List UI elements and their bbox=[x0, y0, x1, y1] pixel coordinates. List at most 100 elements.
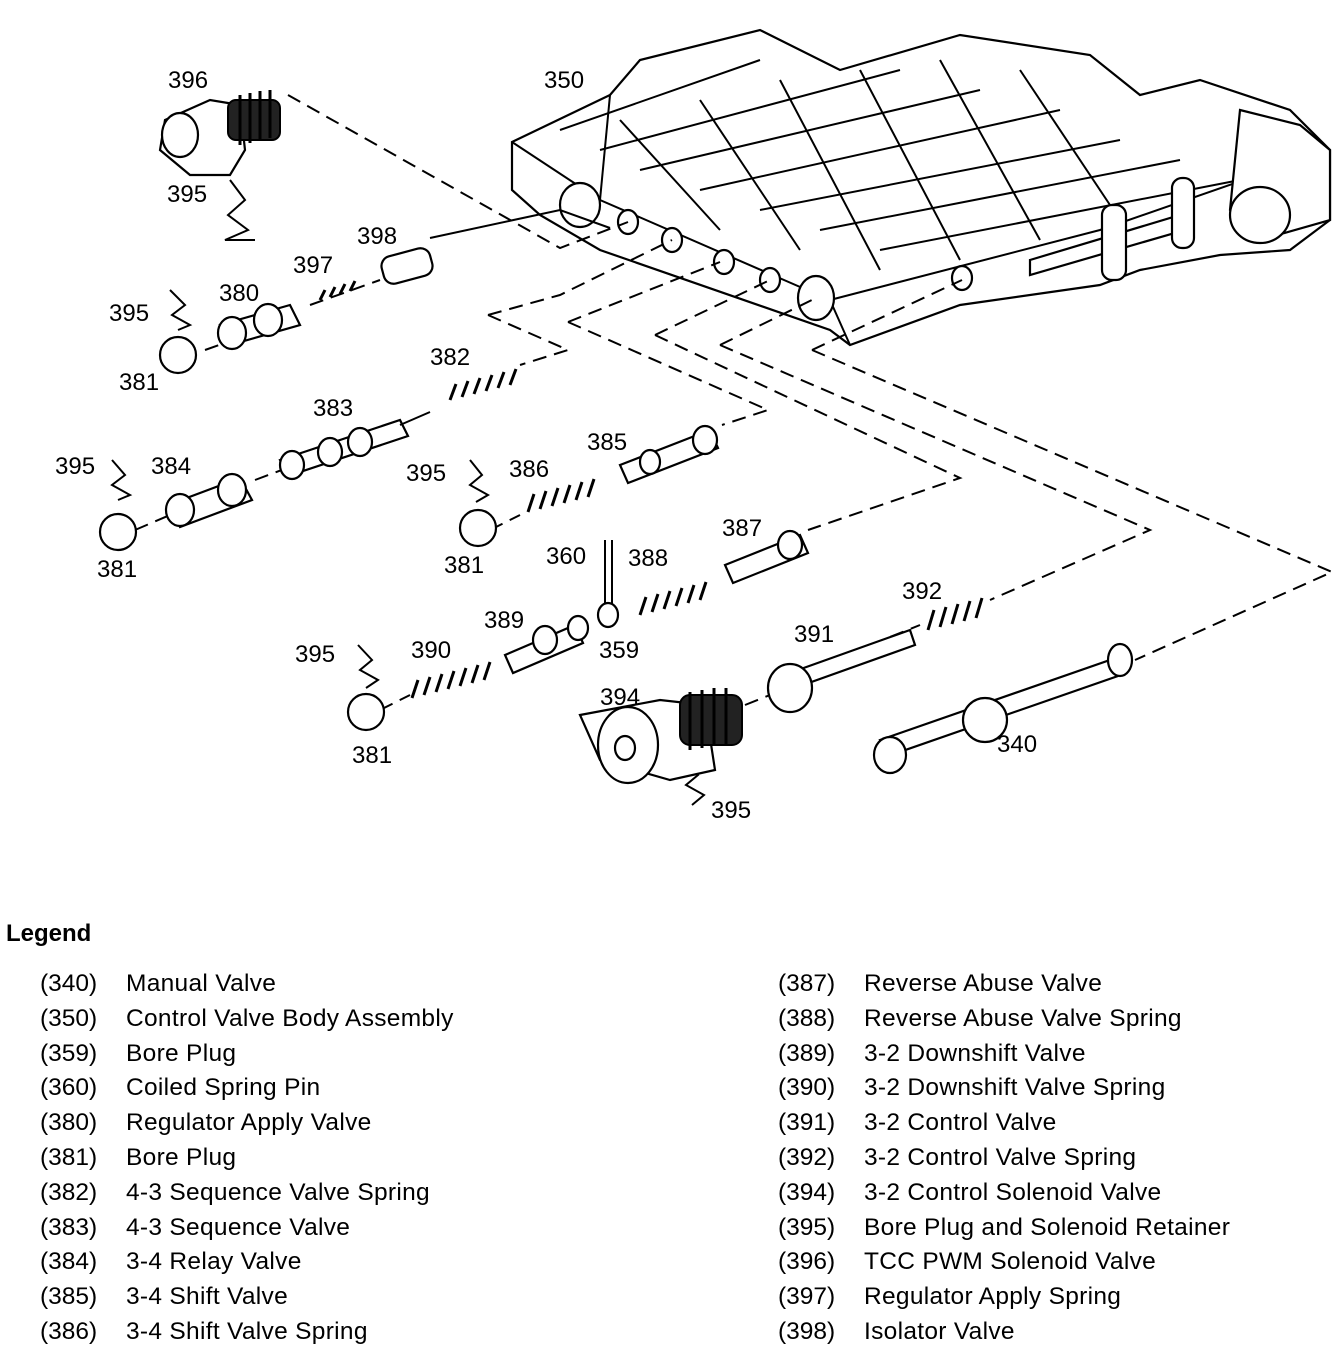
regulator-valve-group bbox=[216, 247, 434, 351]
legend-description: 3-2 Control Valve Spring bbox=[864, 1143, 1137, 1171]
callout-388: 388 bbox=[628, 545, 668, 572]
legend-item: (382) 4-3 Sequence Valve Spring bbox=[40, 1179, 454, 1214]
legend-item: (398)Isolator Valve bbox=[778, 1318, 1230, 1353]
control-valve-body bbox=[510, 28, 1332, 347]
legend-right-column: (387) Reverse Abuse Valve (388)Reverse Ab… bbox=[778, 970, 1230, 1353]
legend-description: Isolator Valve bbox=[864, 1317, 1015, 1345]
legend-item: (387) Reverse Abuse Valve bbox=[778, 970, 1230, 1005]
legend-description: Bore Plug bbox=[126, 1143, 237, 1171]
legend-item: (389)3-2 Downshift Valve bbox=[778, 1040, 1230, 1075]
legend-number: (340) bbox=[40, 970, 98, 997]
legend-description: 3-2 Downshift Valve Spring bbox=[864, 1074, 1166, 1102]
legend-description: Bore Plug bbox=[126, 1039, 237, 1067]
callout-383: 383 bbox=[313, 395, 353, 422]
legend-description: Control Valve Body Assembly bbox=[126, 1004, 454, 1032]
callout-395: 395 bbox=[406, 460, 446, 487]
legend-description: 3-4 Relay Valve bbox=[126, 1248, 302, 1276]
callout-398: 398 bbox=[357, 223, 397, 250]
callout-396: 396 bbox=[168, 67, 208, 94]
callout-390: 390 bbox=[411, 637, 451, 664]
alignment-lines bbox=[134, 94, 1335, 711]
legend-number: (392) bbox=[778, 1143, 836, 1171]
callout-385: 385 bbox=[587, 429, 627, 456]
legend-number: (390) bbox=[778, 1074, 836, 1102]
legend-item: (359) Bore Plug bbox=[40, 1040, 454, 1075]
legend-description: Coiled Spring Pin bbox=[126, 1074, 321, 1102]
legend-description: 3-2 Control Valve bbox=[864, 1109, 1057, 1137]
callout-380: 380 bbox=[219, 280, 259, 307]
callout-381: 381 bbox=[444, 552, 484, 579]
legend-number: (387) bbox=[778, 970, 836, 997]
legend-description: Regulator Apply Spring bbox=[864, 1283, 1122, 1311]
callout-labels: 396 350 395 398 397 380 395 381 382 383 … bbox=[55, 67, 1037, 824]
legend-item: (385) 3-4 Shift Valve bbox=[40, 1283, 454, 1318]
legend-description: 3-4 Shift Valve bbox=[126, 1283, 289, 1311]
legend-number: (389) bbox=[778, 1039, 836, 1067]
control-solenoid bbox=[578, 688, 743, 785]
callout-395: 395 bbox=[711, 797, 751, 824]
legend-description: Manual Valve bbox=[126, 970, 277, 997]
legend-description: Regulator Apply Valve bbox=[126, 1109, 372, 1137]
callout-381: 381 bbox=[352, 742, 392, 769]
sequence-valve-group bbox=[164, 368, 518, 529]
legend-number: (384) bbox=[40, 1248, 98, 1276]
bore-plugs bbox=[98, 335, 498, 732]
manual-valve bbox=[872, 642, 1134, 775]
legend-number: (386) bbox=[40, 1317, 98, 1345]
legend-number: (360) bbox=[40, 1074, 98, 1102]
callout-382: 382 bbox=[430, 344, 470, 371]
reverse-abuse-group bbox=[596, 529, 810, 629]
legend-item: (392) 3-2 Control Valve Spring bbox=[778, 1144, 1230, 1179]
callout-395: 395 bbox=[109, 300, 149, 327]
callout-395: 395 bbox=[295, 641, 335, 668]
legend-number: (382) bbox=[40, 1178, 98, 1206]
legend-item: (340) Manual Valve bbox=[40, 970, 454, 1005]
legend-number: (395) bbox=[778, 1213, 836, 1241]
legend-item: (394) 3-2 Control Solenoid Valve bbox=[778, 1179, 1230, 1214]
legend-description: Reverse Abuse Valve bbox=[864, 970, 1103, 997]
legend-item: (386) 3-4 Shift Valve Spring bbox=[40, 1318, 454, 1353]
legend-number: (388) bbox=[778, 1004, 836, 1032]
callout-381: 381 bbox=[97, 556, 137, 583]
legend-number: (394) bbox=[778, 1178, 836, 1206]
legend-item: (395) Bore Plug and Solenoid Retainer bbox=[778, 1214, 1230, 1249]
legend-number: (380) bbox=[40, 1109, 98, 1137]
legend-description: TCC PWM Solenoid Valve bbox=[864, 1248, 1157, 1276]
legend-description: 3-2 Control Solenoid Valve bbox=[864, 1178, 1162, 1206]
legend-item: (384) 3-4 Relay Valve bbox=[40, 1248, 454, 1283]
legend-description: 3-4 Shift Valve Spring bbox=[126, 1317, 368, 1345]
callout-381: 381 bbox=[119, 369, 159, 396]
control-valve-group bbox=[766, 597, 984, 714]
legend-number: (381) bbox=[40, 1143, 98, 1171]
legend-description: 4-3 Sequence Valve bbox=[126, 1213, 351, 1241]
callout-360: 360 bbox=[546, 543, 586, 570]
legend-item: (380) Regulator Apply Valve bbox=[40, 1109, 454, 1144]
legend-left-column: (340) Manual Valve (350) Control Valve Bod… bbox=[40, 970, 454, 1353]
legend-number: (359) bbox=[40, 1039, 98, 1067]
callout-395: 395 bbox=[55, 453, 95, 480]
legend-number: (396) bbox=[778, 1248, 836, 1276]
shift-valve-group bbox=[526, 424, 720, 513]
callout-397: 397 bbox=[293, 252, 333, 279]
legend-number: (385) bbox=[40, 1283, 98, 1311]
legend-item: (383)4-3 Sequence Valve bbox=[40, 1214, 454, 1249]
legend-item: (390) 3-2 Downshift Valve Spring bbox=[778, 1074, 1230, 1109]
legend-description: 4-3 Sequence Valve Spring bbox=[126, 1178, 430, 1206]
legend-item: (391) 3-2 Control Valve bbox=[778, 1109, 1230, 1144]
callout-386: 386 bbox=[509, 456, 549, 483]
callout-391: 391 bbox=[794, 621, 834, 648]
retainer-clips bbox=[110, 179, 706, 806]
legend-number: (391) bbox=[778, 1109, 836, 1137]
callout-395: 395 bbox=[167, 181, 207, 208]
callout-384: 384 bbox=[151, 453, 191, 480]
tcc-pwm-solenoid bbox=[158, 90, 281, 177]
callout-340: 340 bbox=[997, 731, 1037, 758]
legend-number: (397) bbox=[778, 1283, 836, 1311]
legend-number: (350) bbox=[40, 1004, 98, 1032]
callout-392: 392 bbox=[902, 578, 942, 605]
callout-389: 389 bbox=[484, 607, 524, 634]
legend-description: Bore Plug and Solenoid Retainer bbox=[864, 1213, 1231, 1241]
exploded-view-diagram: 396 350 395 398 397 380 395 381 382 383 … bbox=[55, 28, 1335, 824]
downshift-group bbox=[410, 614, 590, 699]
legend-item: (388)Reverse Abuse Valve Spring bbox=[778, 1005, 1230, 1040]
